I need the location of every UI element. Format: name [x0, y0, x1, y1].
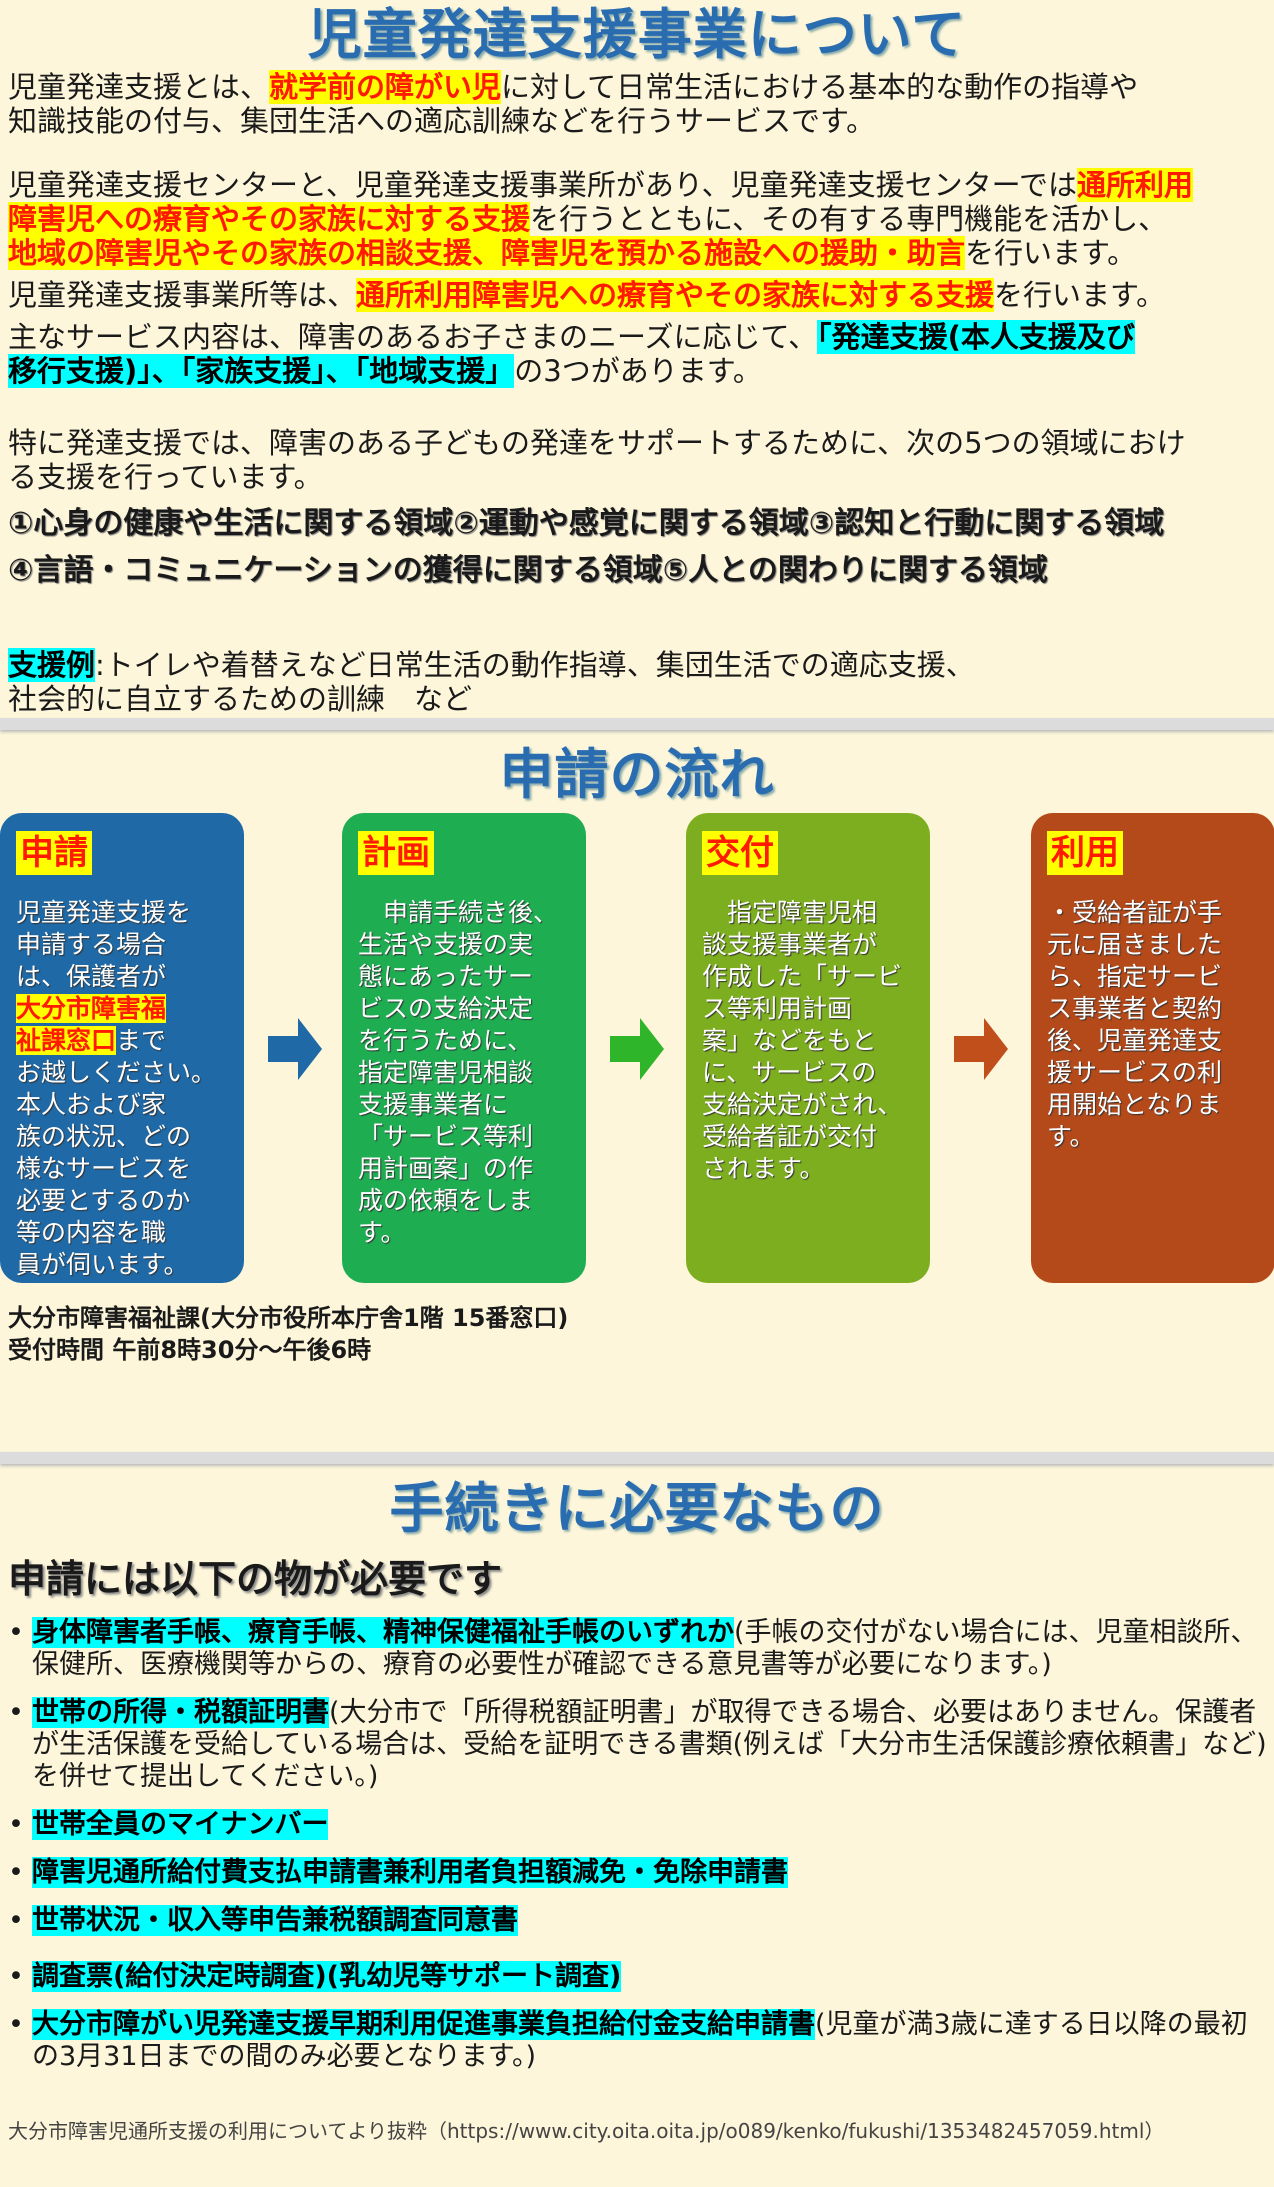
step-label: 申請 — [16, 831, 92, 875]
text-segment: 特に発達支援では、障害のある子どもの発達をサポートするために、次の5つの領域にお… — [8, 426, 1186, 460]
text-segment: 児童発達支援とは、 — [8, 70, 270, 104]
required-item: 世帯の所得・税額証明書(大分市で「所得税額証明書」が取得できる場合、必要はありま… — [0, 1697, 1270, 1793]
highlight-text: 就学前の障がい児 — [269, 70, 502, 104]
text-segment: 児童発達支援事業所等は、 — [8, 278, 357, 312]
text-segment: 主なサービス内容は、障害のあるお子さまのニーズに応じて、 — [8, 320, 818, 354]
text-segment: を行います。 — [994, 278, 1166, 312]
item-note: (手帳の交付がない場合には、児童相談所、保健所、医療機関等からの、療育の必要性が… — [32, 1617, 1258, 1680]
text-segment: 社会的に自立するための訓練 など — [8, 682, 473, 716]
required-item: 世帯全員のマイナンバー — [0, 1809, 1270, 1841]
item-note: (大分市で「所得税額証明書」が取得できる場合、必要はありません。保護者が生活保護… — [32, 1697, 1267, 1792]
text-segment: を行うとともに、その有する専門機能を活かし、 — [530, 202, 1168, 236]
step-description: 児童発達支援を 申請する場合 は、保護者が 大分市障害福 祉課窓口まで お越しく… — [16, 897, 228, 1281]
paragraph: 主なサービス内容は、障害のあるお子さまのニーズに応じて、「発達支援(本人支援及び… — [8, 320, 1274, 388]
highlight-text: 大分市障がい児発達支援早期利用促進事業負担給付金支給申請書 — [32, 2009, 815, 2040]
step-description: ・受給者証が手 元に届きました ら、指定サービ ス事業者と契約 後、児童発達支 … — [1047, 897, 1259, 1153]
paragraph: 特に発達支援では、障害のある子どもの発達をサポートするために、次の5つの領域にお… — [8, 426, 1274, 494]
paragraph: 児童発達支援とは、就学前の障がい児に対して日常生活における基本的な動作の指導や知… — [8, 70, 1274, 138]
highlight-text: 地域の障害児やその家族の相談支援、障害児を預かる施設への援助・助言 — [8, 236, 966, 270]
text-segment: 申請手続き後、 生活や支援の実 態にあったサー ビスの支給決定 を行うために、 … — [358, 898, 559, 1247]
paragraph: 児童発達支援事業所等は、通所利用障害児への療育やその家族に対する支援を行います。 — [8, 278, 1274, 312]
step-label: 利用 — [1047, 831, 1123, 875]
divider — [0, 1452, 1274, 1464]
highlight-text: 世帯全員のマイナンバー — [32, 1809, 329, 1840]
required-heading: 申請には以下の物が必要です — [8, 1557, 503, 1601]
section-about: 児童発達支援事業について 児童発達支援とは、就学前の障がい児に対して日常生活にお… — [0, 0, 1274, 716]
step-label: 交付 — [702, 831, 778, 875]
text-line: る支援を行っています。 — [8, 460, 1274, 494]
section-title-flow: 申請の流れ — [499, 743, 775, 806]
highlight-text: 「発達支援(本人支援及び — [817, 320, 1135, 354]
text-line: 障害児への療育やその家族に対する支援を行うとともに、その有する専門機能を活かし、 — [8, 202, 1274, 236]
required-item: 調査票(給付決定時調査)(乳幼児等サポート調査) — [0, 1961, 1270, 1993]
highlight-text: 通所利用 — [1076, 168, 1193, 202]
paragraph: 児童発達支援センターと、児童発達支援事業所があり、児童発達支援センターでは通所利… — [8, 168, 1274, 270]
arrow-right-icon — [954, 1018, 1008, 1080]
highlight-text: 通所利用障害児への療育やその家族に対する支援 — [356, 278, 995, 312]
highlight-text: 世帯の所得・税額証明書 — [32, 1697, 329, 1728]
text-segment: まで お越しください。 本人および家 族の状況、どの 様なサービスを 必要とする… — [16, 1026, 217, 1279]
highlight-text: 調査票(給付決定時調査)(乳幼児等サポート調査) — [32, 1961, 622, 1992]
section-flow: 申請の流れ — [0, 740, 1274, 810]
highlight-text: 身体障害者手帳、療育手帳、精神保健福祉手帳のいずれか — [32, 1617, 734, 1648]
text-line: 主なサービス内容は、障害のあるお子さまのニーズに応じて、「発達支援(本人支援及び — [8, 320, 1274, 354]
step-label: 計画 — [358, 831, 434, 875]
required-item: 世帯状況・収入等申告兼税額調査同意書 — [0, 1905, 1270, 1937]
required-item: 身体障害者手帳、療育手帳、精神保健福祉手帳のいずれか(手帳の交付がない場合には、… — [0, 1617, 1270, 1681]
section-required: 手続きに必要なもの 申請には以下の物が必要です 身体障害者手帳、療育手帳、精神保… — [0, 1474, 1274, 2089]
text-line: 児童発達支援センターと、児童発達支援事業所があり、児童発達支援センターでは通所利… — [8, 168, 1274, 202]
text-segment: 知識技能の付与、集団生活への適応訓練などを行うサービスです。 — [8, 104, 876, 138]
text-segment: を行います。 — [965, 236, 1137, 270]
required-list: 身体障害者手帳、療育手帳、精神保健福祉手帳のいずれか(手帳の交付がない場合には、… — [0, 1617, 1270, 2073]
highlight-text: ④言語・コミュニケーションの獲得に関する領域⑤人との関わりに関する領域 — [8, 553, 1048, 588]
text-line: 地域の障害児やその家族の相談支援、障害児を預かる施設への援助・助言を行います。 — [8, 236, 1274, 270]
text-segment: に対して日常生活における基本的な動作の指導や — [501, 70, 1139, 104]
arrow-right-icon — [610, 1018, 664, 1080]
text-segment: ・受給者証が手 元に届きました ら、指定サービ ス事業者と契約 後、児童発達支 … — [1047, 898, 1223, 1151]
highlight-text: 世帯状況・収入等申告兼税額調査同意書 — [32, 1905, 518, 1936]
text-segment: :トイレや着替えなど日常生活の動作指導、集団生活での適応支援、 — [95, 648, 975, 682]
text-line: 児童発達支援とは、就学前の障がい児に対して日常生活における基本的な動作の指導や — [8, 70, 1274, 104]
text-line: ④言語・コミュニケーションの獲得に関する領域⑤人との関わりに関する領域 — [8, 547, 1274, 594]
section-title-required: 手続きに必要なもの — [389, 1477, 885, 1540]
office-hours: 受付時間 午前8時30分～午後6時 — [8, 1336, 372, 1364]
office-info: 大分市障害福祉課(大分市役所本庁舎1階 15番窓口) 受付時間 午前8時30分～… — [0, 1302, 1274, 1366]
source-footer: 大分市障害児通所支援の利用についてより抜粋（https://www.city.o… — [8, 2119, 1165, 2143]
step-description: 申請手続き後、 生活や支援の実 態にあったサー ビスの支給決定 を行うために、 … — [358, 897, 570, 1249]
paragraph: 支援例:トイレや着替えなど日常生活の動作指導、集団生活での適応支援、社会的に自立… — [8, 648, 1274, 716]
flow-step-2: 計画 申請手続き後、 生活や支援の実 態にあったサー ビスの支給決定 を行うため… — [342, 813, 586, 1283]
office-address: 大分市障害福祉課(大分市役所本庁舎1階 15番窓口) — [8, 1304, 569, 1332]
text-line: 児童発達支援事業所等は、通所利用障害児への療育やその家族に対する支援を行います。 — [8, 278, 1274, 312]
flow-step-3: 交付 指定障害児相 談支援事業者が 作成した「サービ ス等利用計画 案」などをも… — [686, 813, 930, 1283]
text-segment: の3つがあります。 — [514, 354, 762, 388]
highlight-text: ①心身の健康や生活に関する領域②運動や感覚に関する領域③認知と行動に関する領域 — [8, 506, 1165, 541]
text-segment: る支援を行っています。 — [8, 460, 323, 494]
text-segment: 児童発達支援センターと、児童発達支援事業所があり、児童発達支援センターでは — [8, 168, 1077, 202]
text-line: 社会的に自立するための訓練 など — [8, 682, 1274, 716]
text-segment: 指定障害児相 談支援事業者が 作成した「サービ ス等利用計画 案」などをもと に… — [702, 898, 903, 1183]
text-line: 特に発達支援では、障害のある子どもの発達をサポートするために、次の5つの領域にお… — [8, 426, 1274, 460]
text-segment: 児童発達支援を 申請する場合 は、保護者が — [16, 898, 192, 991]
highlight-text: 支援例 — [8, 648, 96, 682]
flow-step-1: 申請児童発達支援を 申請する場合 は、保護者が 大分市障害福 祉課窓口まで お越… — [0, 813, 244, 1283]
item-note: (児童が満3歳に達する日以降の最初の3月31日までの間のみ必要となります。) — [32, 2009, 1248, 2072]
text-line: 知識技能の付与、集団生活への適応訓練などを行うサービスです。 — [8, 104, 1274, 138]
step-description: 指定障害児相 談支援事業者が 作成した「サービ ス等利用計画 案」などをもと に… — [702, 897, 914, 1185]
highlight-text: 移行支援)」、「家族支援」、「地域支援」 — [8, 354, 515, 388]
about-paragraphs: 児童発達支援とは、就学前の障がい児に対して日常生活における基本的な動作の指導や知… — [0, 70, 1274, 716]
highlight-text: 障害児への療育やその家族に対する支援 — [8, 202, 531, 236]
text-line: 支援例:トイレや着替えなど日常生活の動作指導、集団生活での適応支援、 — [8, 648, 1274, 682]
text-line: ①心身の健康や生活に関する領域②運動や感覚に関する領域③認知と行動に関する領域 — [8, 500, 1274, 547]
arrow-right-icon — [268, 1018, 322, 1080]
text-line: 移行支援)」、「家族支援」、「地域支援」の3つがあります。 — [8, 354, 1274, 388]
highlight-text: 障害児通所給付費支払申請書兼利用者負担額減免・免除申請書 — [32, 1857, 788, 1888]
required-item: 大分市障がい児発達支援早期利用促進事業負担給付金支給申請書(児童が満3歳に達する… — [0, 2009, 1270, 2073]
section-title-about: 児童発達支援事業について — [307, 3, 967, 66]
flow-step-4: 利用・受給者証が手 元に届きました ら、指定サービ ス事業者と契約 後、児童発達… — [1031, 813, 1274, 1283]
required-item: 障害児通所給付費支払申請書兼利用者負担額減免・免除申請書 — [0, 1857, 1270, 1889]
paragraph: ①心身の健康や生活に関する領域②運動や感覚に関する領域③認知と行動に関する領域 ④… — [8, 500, 1274, 594]
divider — [0, 718, 1274, 730]
